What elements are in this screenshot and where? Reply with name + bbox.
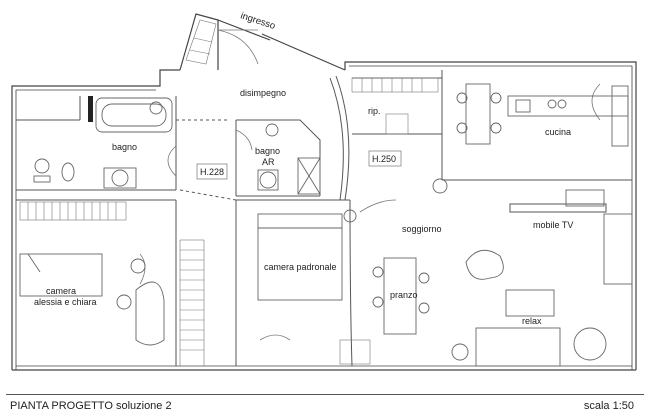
label-bagno-ar-line2: AR [262,157,275,167]
label-rip: rip. [368,106,381,116]
footer-rule [6,394,644,395]
label-relax: relax [522,316,542,326]
bagno-ar-fixtures [257,123,321,195]
height-h250: H.250 [372,154,396,164]
toilet-bagno [33,158,137,189]
label-soggiorno: soggiorno [402,224,442,234]
height-box-h228 [196,163,228,180]
outer-walls [11,13,637,371]
living-fixtures [372,178,633,367]
door-swings [139,29,601,341]
label-bagno-ar-line1: bagno [255,146,280,156]
interior-walls [16,70,632,367]
wardrobe-entrance [185,19,217,65]
plan-scale: scala 1:50 [583,400,634,412]
label-pranzo: pranzo [390,290,418,300]
bed-children [19,253,165,346]
wall-hatch [88,96,93,122]
wardrobe-bedroom [19,201,127,221]
floor-plan: ingresso disimpegno rip. cucina bagno ba… [11,10,637,371]
height-h228: H.228 [200,167,224,177]
label-camera-padronale: camera padronale [264,262,337,272]
label-disimpegno: disimpegno [240,88,286,98]
bed-master [257,209,357,301]
height-box-h250 [368,150,402,167]
bathtub [95,97,173,133]
label-camera-line1: camera [46,286,76,296]
wardrobe-master [179,239,205,367]
label-ingresso: ingresso [239,10,277,32]
label-camera-line2: alessia e chiara [34,297,97,307]
kitchen-fixtures [456,83,629,147]
shelf-rip [339,77,439,365]
footer: PIANTA PROGETTO soluzione 2 scala 1:50 [0,392,650,419]
plan-title: PIANTA PROGETTO soluzione 2 [10,400,172,412]
label-cucina: cucina [545,127,571,137]
label-bagno: bagno [112,142,137,152]
label-mobile-tv: mobile TV [533,220,573,230]
